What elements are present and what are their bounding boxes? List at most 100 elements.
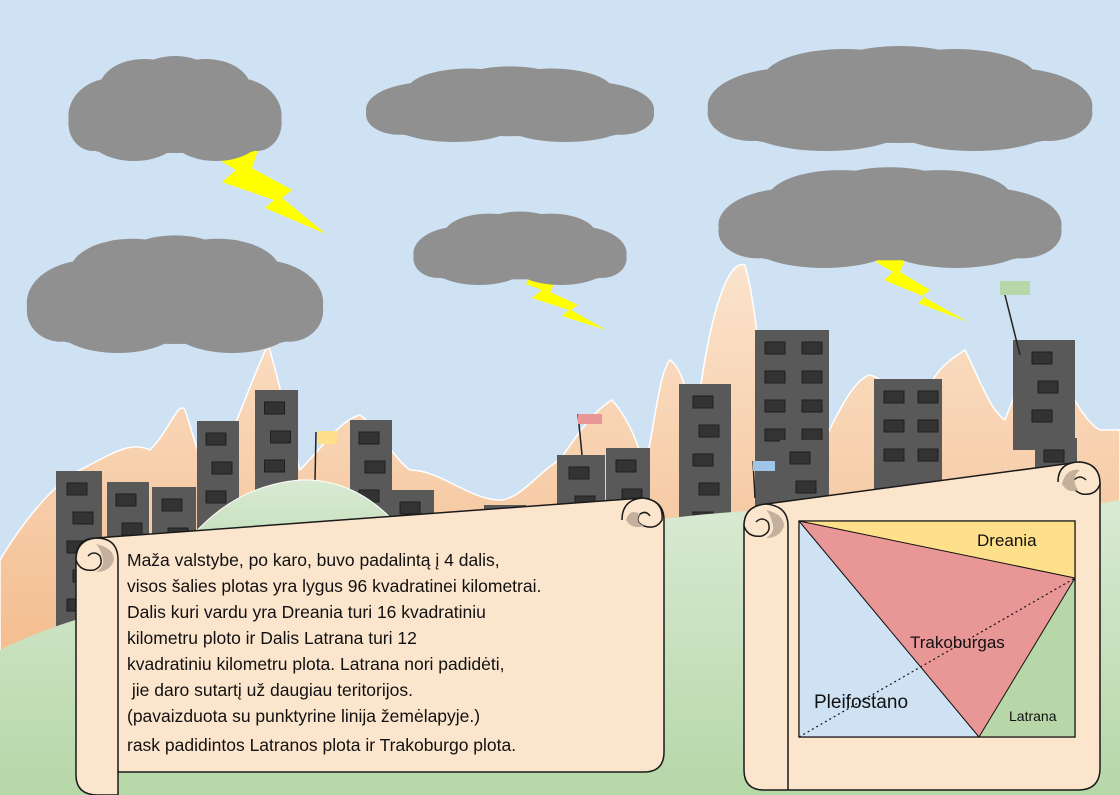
- flag: [317, 431, 337, 444]
- map-frame: [798, 520, 1076, 738]
- building-window: [698, 482, 720, 496]
- cloud-puff: [88, 111, 180, 161]
- cloud-puff: [55, 297, 181, 353]
- building-window: [801, 370, 823, 384]
- problem-line-5: kvadratiniu kilometru plota. Latrana nor…: [127, 654, 504, 674]
- problem-line-2: visos šalies plotas yra lygus 96 kvadrat…: [127, 576, 541, 596]
- map-scroll: Dreania Trakoburgas Pleifostano Latrana: [743, 461, 1101, 791]
- map-scroll-curl-left-shade: [766, 510, 784, 538]
- storm-cloud: [718, 167, 1062, 268]
- storm-clouds: [26, 46, 1093, 353]
- building-window: [1043, 449, 1065, 463]
- flag: [578, 414, 602, 424]
- building-window: [270, 430, 291, 444]
- building-window: [205, 490, 227, 504]
- building-window: [801, 341, 823, 355]
- map-edge: [798, 520, 980, 738]
- cloud-puff: [169, 297, 295, 353]
- building-window: [698, 424, 720, 438]
- storm-cloud: [68, 56, 282, 161]
- building-window: [1031, 409, 1053, 423]
- building-window: [161, 498, 183, 512]
- proposed-border-dotted-line: [798, 577, 1076, 738]
- building-window: [801, 428, 823, 442]
- cloud-puff: [118, 235, 232, 292]
- building-window: [1037, 380, 1059, 394]
- lightning-bolt-icon: [526, 275, 606, 330]
- building-window: [692, 453, 714, 467]
- scroll-curl-right: [621, 497, 663, 528]
- building-window: [211, 461, 233, 475]
- building-window: [205, 432, 227, 446]
- label-dreania: Dreania: [977, 531, 1037, 550]
- building-window: [615, 459, 637, 473]
- scroll-curl-right-shade: [626, 512, 644, 528]
- scroll-curl-left: [75, 537, 119, 572]
- cloud-puff: [454, 66, 566, 103]
- cloud-puff: [826, 46, 974, 96]
- building-window: [72, 511, 94, 525]
- label-trakoburgas: Trakoburgas: [910, 633, 1005, 652]
- label-latrana: Latrana: [1009, 708, 1057, 724]
- scroll-curl-left-shade: [96, 544, 114, 572]
- building-window: [399, 501, 421, 515]
- storm-cloud: [413, 211, 627, 285]
- problem-line-8: rask padidintos Latranos plota ir Trakob…: [127, 735, 516, 755]
- building-window: [115, 493, 137, 507]
- storm-cloud: [365, 66, 655, 142]
- lightning-bolt-icon: [216, 138, 326, 234]
- building-window: [917, 390, 939, 404]
- cloud-puff: [504, 106, 627, 142]
- flag: [753, 461, 775, 471]
- cloud-puff: [744, 101, 908, 151]
- building-window: [917, 419, 939, 433]
- cloud-puff: [479, 211, 561, 247]
- building-window: [264, 401, 285, 415]
- building-window: [364, 460, 386, 474]
- flags: [314, 281, 1030, 499]
- cloud-puff: [393, 106, 516, 142]
- building-window: [801, 399, 823, 413]
- region-trakoburgas: [799, 521, 1075, 737]
- map-scroll-curl-top: [1057, 461, 1101, 496]
- problem-line-6: jie daro sutartį už daugiau teritorijos.: [127, 680, 413, 700]
- problem-line-7: (pavaizduota su punktyrine linija žemėla…: [127, 706, 480, 726]
- flag-pole: [314, 431, 317, 481]
- building-window: [883, 448, 905, 462]
- flag-pole: [1002, 286, 1021, 356]
- building-window: [121, 522, 143, 536]
- cloud-puff: [892, 101, 1056, 151]
- building-window: [1031, 351, 1053, 365]
- cloud-puff: [883, 220, 1029, 268]
- storm-cloud: [26, 235, 324, 353]
- map-edge: [798, 520, 1076, 579]
- storm-cloud: [707, 46, 1093, 151]
- building-window: [764, 341, 786, 355]
- map-scroll-curl-top-shade: [1062, 469, 1080, 492]
- building-window: [917, 448, 939, 462]
- building-window: [568, 466, 590, 480]
- building-window: [264, 459, 285, 473]
- map-edge: [978, 577, 1076, 738]
- cloud-puff: [824, 167, 956, 216]
- problem-line-3: Dalis kuri vardu yra Dreania turi 16 kva…: [127, 602, 486, 622]
- building-window: [358, 431, 380, 445]
- building-window: [764, 399, 786, 413]
- cloud-puff: [170, 111, 262, 161]
- map-scroll-curl-left: [743, 503, 789, 538]
- problem-line-1: Maža valstybe, po karo, buvo padalintą į…: [127, 550, 500, 570]
- cloud-puff: [433, 250, 525, 285]
- building-window: [795, 480, 817, 494]
- building-window: [764, 370, 786, 384]
- lightning-bolt-icon: [876, 252, 968, 322]
- building-window: [789, 451, 811, 465]
- cloud-puff: [134, 56, 216, 106]
- building-window: [764, 428, 786, 442]
- flag: [1000, 281, 1030, 295]
- cloud-puff: [515, 250, 607, 285]
- building-window: [692, 395, 714, 409]
- lightning-bolts: [216, 138, 968, 330]
- cloud-puff: [751, 220, 897, 268]
- territory-map: Dreania Trakoburgas Pleifostano Latrana: [798, 520, 1076, 738]
